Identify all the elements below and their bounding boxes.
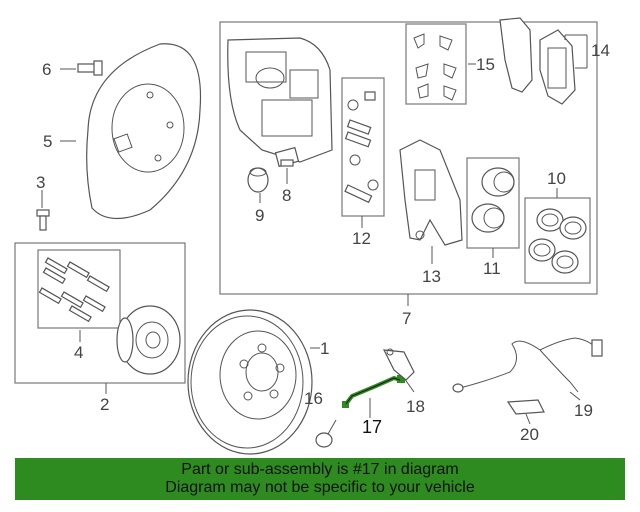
wheel-hub	[116, 305, 181, 375]
clip-part-16	[315, 419, 337, 448]
callout-14: 14	[591, 41, 610, 60]
callout-10: 10	[547, 169, 566, 188]
callout-11: 11	[483, 259, 501, 278]
pistons-part-11	[471, 167, 515, 233]
caliper-body	[227, 37, 333, 163]
callout-16: 16	[304, 389, 323, 408]
guide-pin-part-8	[274, 146, 300, 168]
callout-8: 8	[282, 186, 291, 205]
group-box-2	[14, 242, 186, 384]
group-box-12	[341, 77, 385, 217]
callout-13: 13	[422, 267, 441, 286]
callout-4: 4	[74, 343, 83, 362]
callout-3: 3	[36, 173, 45, 192]
group-box-4	[37, 249, 121, 329]
banner-line-disclaimer: Diagram may not be specific to your vehi…	[165, 479, 475, 496]
brake-pads-part-14	[499, 17, 576, 105]
clips-part-15	[413, 33, 457, 101]
brake-hose-part-17	[342, 375, 405, 408]
hardware-kit-part-12	[344, 91, 379, 204]
callout-18: 18	[406, 397, 425, 416]
callout-7: 7	[402, 309, 411, 328]
abs-sensor-wire-part-19	[452, 337, 603, 393]
seals-part-10	[528, 208, 587, 274]
callout-19: 19	[574, 401, 593, 420]
boot-part-9	[247, 167, 269, 193]
stud-part-3	[36, 209, 50, 231]
dust-shield	[86, 43, 202, 220]
brake-assembly-diagram: 1 2 3 4 5 6 7 8 9 10 11 12 13 14 15 16 1…	[14, 17, 610, 455]
banner-line-part: Part or sub-assembly is #17 in diagram	[181, 461, 459, 478]
caliper-bracket-part-13	[399, 139, 463, 246]
callout-20: 20	[520, 425, 539, 444]
bolt-part-6	[77, 60, 103, 76]
callout-9: 9	[255, 206, 264, 225]
brake-rotor	[187, 309, 313, 455]
group-box-15	[405, 23, 467, 105]
callout-12: 12	[352, 229, 371, 248]
bracket-part-18	[382, 348, 415, 381]
callout-1: 1	[320, 339, 329, 358]
callout-2: 2	[100, 395, 109, 414]
clip-part-20	[506, 399, 545, 415]
callout-5: 5	[43, 132, 52, 151]
callout-15: 15	[476, 55, 495, 74]
wheel-bolts-part-4	[38, 257, 110, 323]
callout-17: 17	[362, 417, 382, 437]
callout-6: 6	[42, 60, 51, 79]
part-info-banner: Part or sub-assembly is #17 in diagram D…	[15, 458, 625, 500]
